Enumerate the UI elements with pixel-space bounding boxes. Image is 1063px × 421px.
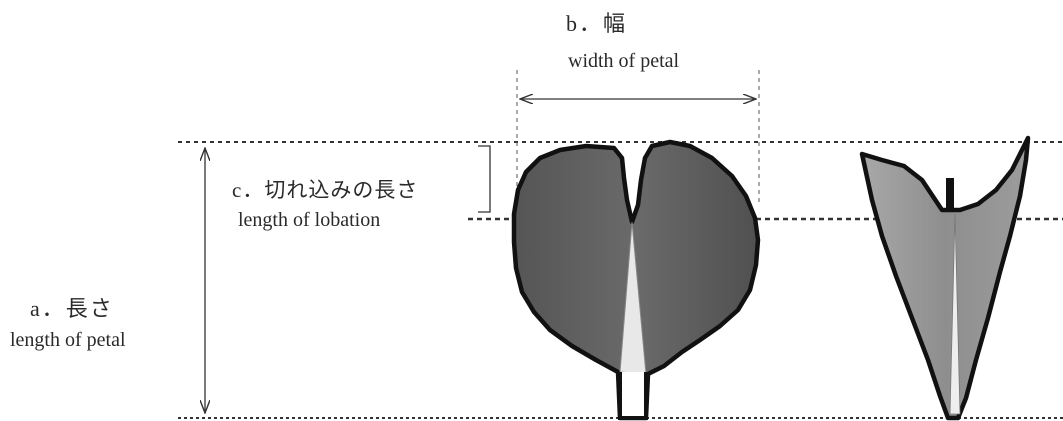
length-label-en: length of petal [10, 329, 126, 351]
lobation-bracket [478, 145, 491, 213]
wedge-petal-vein [949, 213, 961, 415]
wedge-petal-shape [859, 135, 1031, 421]
lobation-label-en: length of lobation [238, 209, 381, 231]
width-label-en: width of petal [568, 50, 680, 72]
wedge-petal-notch-mark [946, 178, 954, 210]
length-label-ja: a．長さ [30, 296, 114, 321]
lobation-label-ja: c．切れ込みの長さ [232, 178, 419, 202]
width-label-ja: b．幅 [566, 11, 628, 36]
rounded-petal-claw [618, 372, 648, 420]
